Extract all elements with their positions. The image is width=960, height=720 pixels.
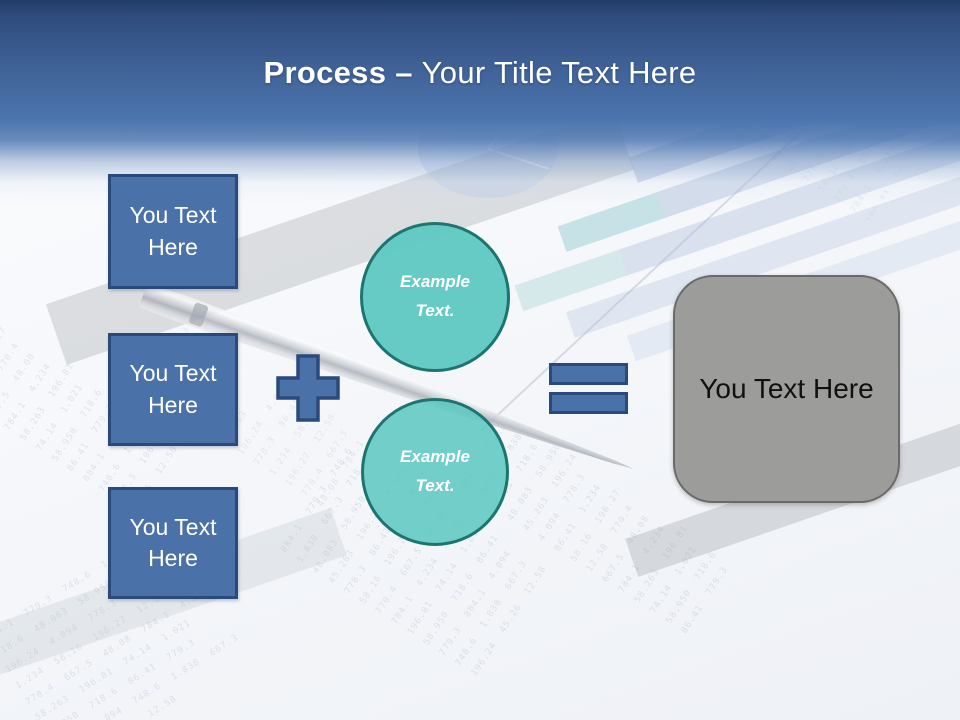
example-circle-1[interactable]: Example Text. <box>360 222 510 372</box>
title-separator: – <box>395 55 422 90</box>
equals-bar-bottom <box>549 392 628 414</box>
equals-bar-top <box>549 363 628 385</box>
header-band <box>0 0 960 205</box>
input-box-2[interactable]: You Text Here <box>108 333 238 446</box>
equals-operator-icon[interactable] <box>549 363 628 414</box>
example-circle-1-label: Example Text. <box>400 272 470 320</box>
input-box-2-label: You Text Here <box>129 360 217 418</box>
result-box[interactable]: You Text Here <box>673 275 900 503</box>
input-box-3[interactable]: You Text Here <box>108 487 238 599</box>
example-circle-2-label: Example Text. <box>400 447 470 495</box>
slide-title[interactable]: Process – Your Title Text Here <box>0 55 960 91</box>
bar-segment <box>501 226 567 271</box>
input-box-3-label: You Text Here <box>129 513 217 571</box>
title-emphasis: Process <box>263 55 387 90</box>
plus-operator-icon[interactable] <box>276 354 340 427</box>
example-circle-2[interactable]: Example Text. <box>361 398 509 546</box>
input-box-1[interactable]: You Text Here <box>108 174 238 289</box>
title-rest: Your Title Text Here <box>421 55 697 90</box>
result-box-label: You Text Here <box>699 373 874 404</box>
input-box-1-label: You Text Here <box>129 202 217 260</box>
